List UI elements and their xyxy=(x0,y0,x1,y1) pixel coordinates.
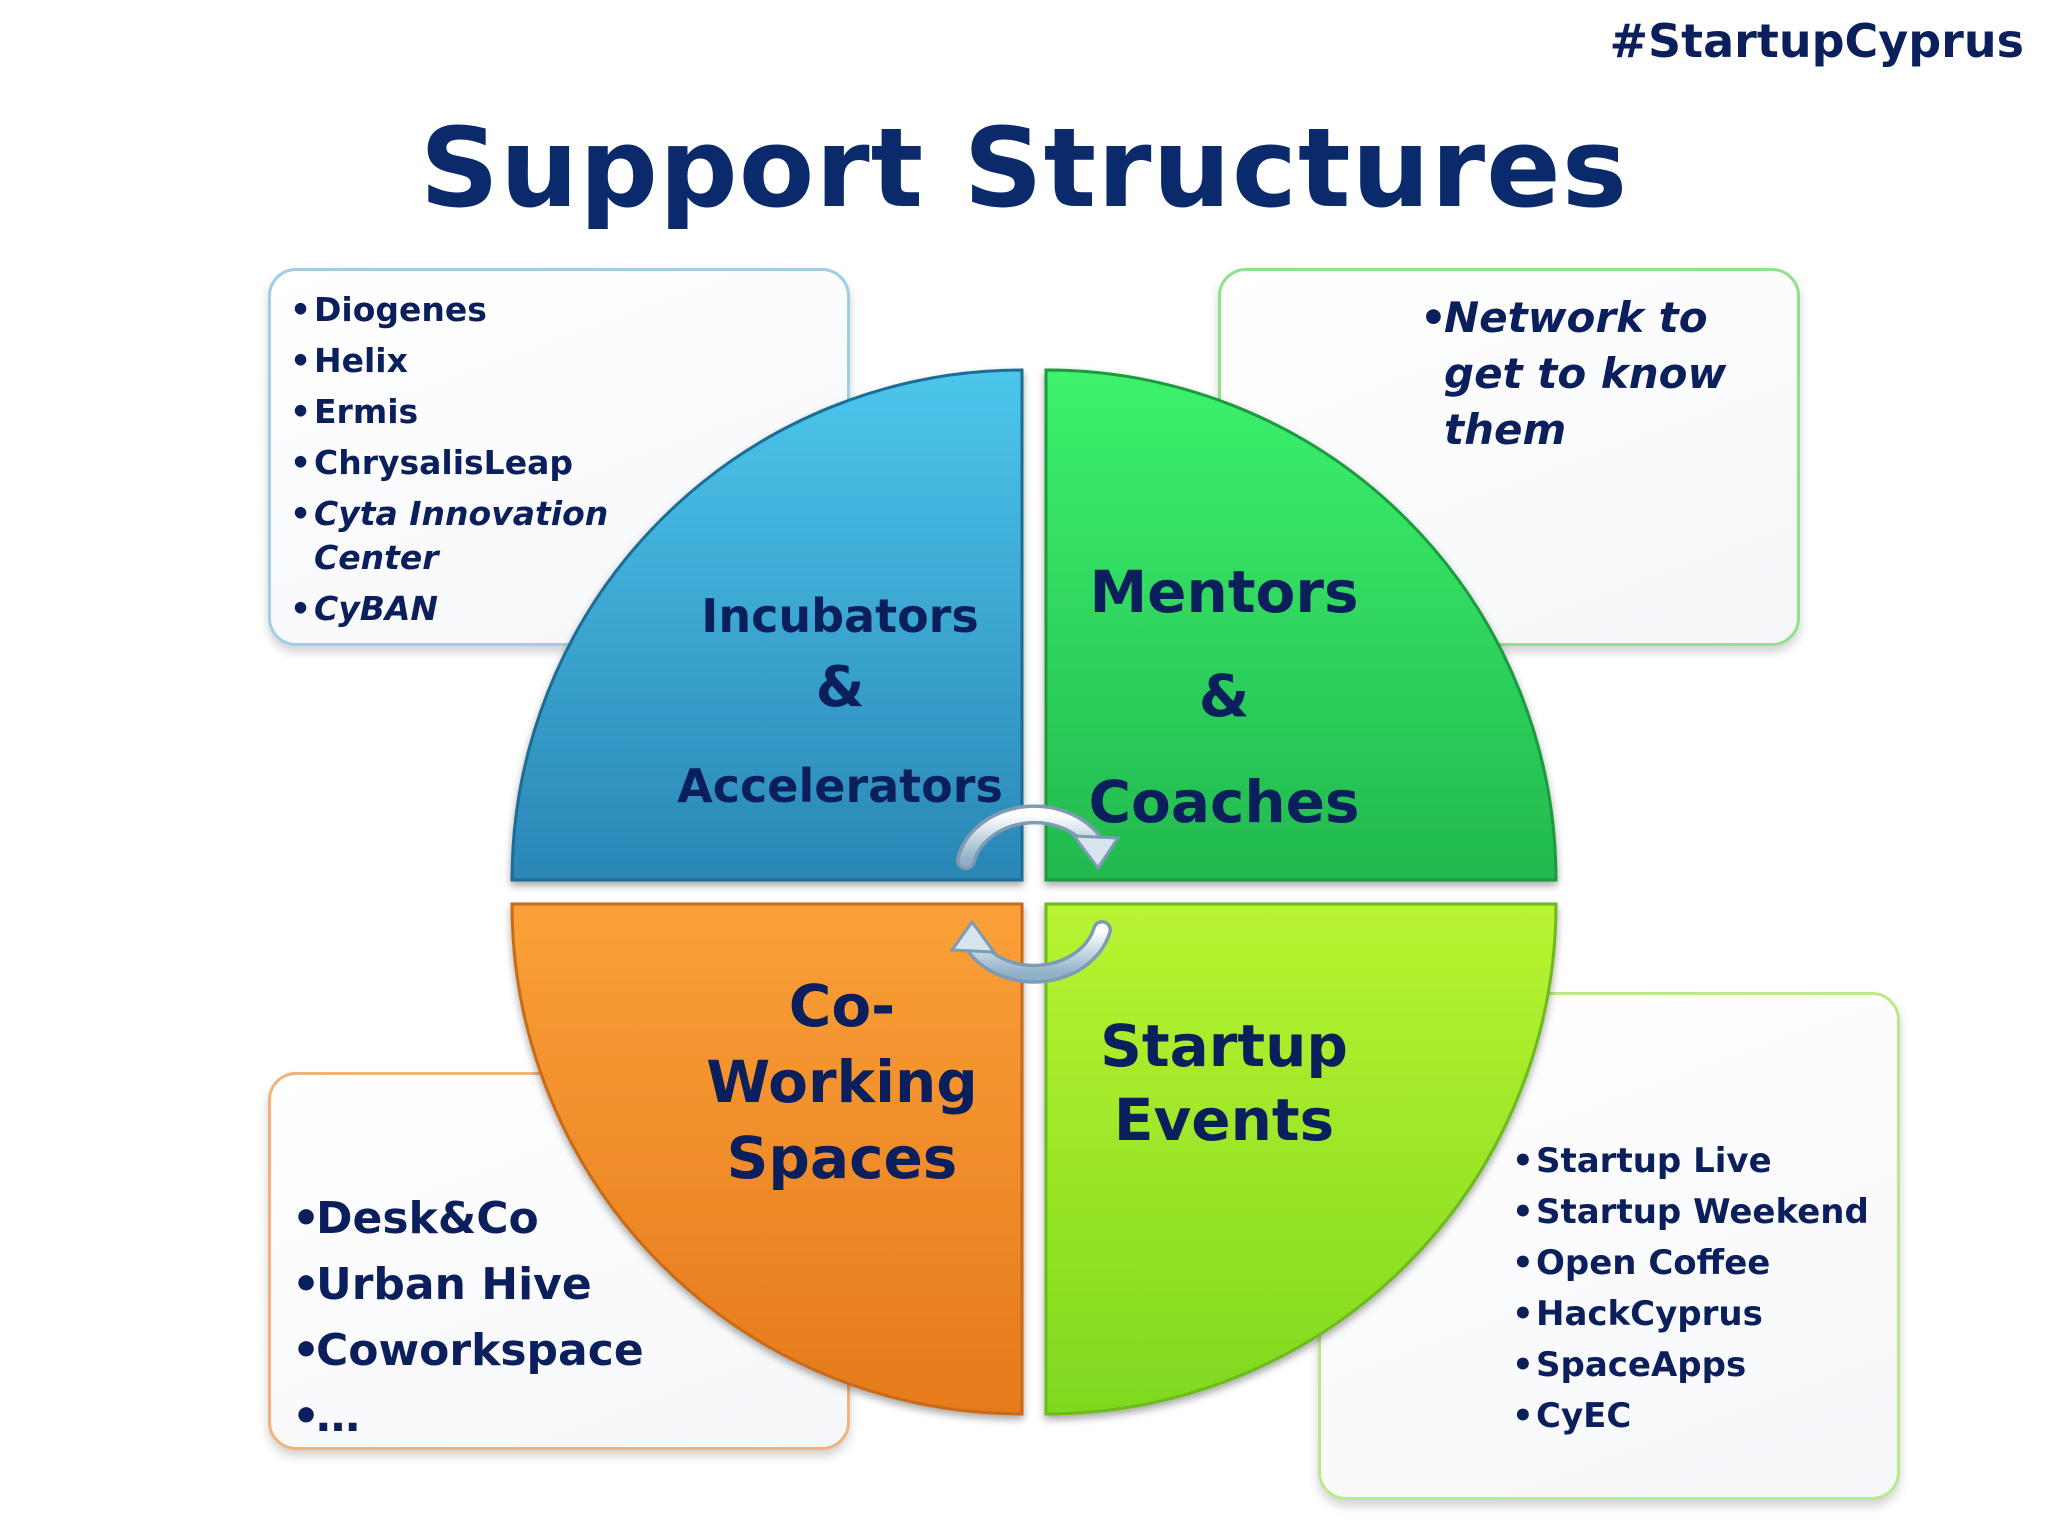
page-title: Support Structures xyxy=(419,104,1629,232)
mentors-label-3: Coaches xyxy=(1088,768,1359,836)
mentors-quadrant xyxy=(1044,368,1558,882)
list-item: CyBAN xyxy=(290,587,710,631)
list-item: Urban Hive xyxy=(292,1252,812,1318)
list-item: Network to get to know them xyxy=(1420,290,1790,458)
coworking-label-1: Co- xyxy=(789,972,895,1040)
coworking-list: Desk&CoUrban HiveCoworkspace… xyxy=(292,1186,812,1450)
coworking-label-3: Spaces xyxy=(727,1124,958,1192)
list-item: Cyta Innovation Center xyxy=(290,492,710,580)
incubators-label-2: & xyxy=(816,655,865,720)
list-item: Open Coffee xyxy=(1512,1238,1892,1289)
mentors-label-1: Mentors xyxy=(1089,558,1358,626)
mentors-label-2: & xyxy=(1199,662,1250,730)
incubators-quadrant xyxy=(510,368,1024,882)
incubators-label-1: Incubators xyxy=(701,589,979,643)
list-item: Ermis xyxy=(290,390,710,434)
mentors-list: Network to get to know them xyxy=(1420,290,1790,458)
coworking-quadrant xyxy=(510,902,1024,1416)
list-item: Coworkspace xyxy=(292,1318,812,1384)
events-label-1: Startup xyxy=(1100,1012,1348,1080)
list-item: CyEC xyxy=(1512,1391,1892,1442)
list-item: … xyxy=(292,1384,812,1450)
list-item: Diogenes xyxy=(290,288,710,332)
list-item: HackCyprus xyxy=(1512,1289,1892,1340)
cycle-arrowhead-top xyxy=(1070,834,1121,871)
events-quadrant xyxy=(1044,902,1558,1416)
list-item: Desk&Co xyxy=(292,1186,812,1252)
cycle-arrowhead-bottom xyxy=(949,919,998,954)
list-item: Helix xyxy=(290,339,710,383)
coworking-label-2: Working xyxy=(706,1048,978,1116)
cycle-arrows-icon xyxy=(949,804,1121,984)
list-item: Startup Live xyxy=(1512,1136,1892,1187)
events-label-2: Events xyxy=(1114,1086,1334,1154)
list-item: SpaceApps xyxy=(1512,1340,1892,1391)
incubators-list: DiogenesHelixErmisChrysalisLeapCyta Inno… xyxy=(290,288,710,638)
hashtag: #StartupCyprus xyxy=(1609,14,2024,68)
list-item: ChrysalisLeap xyxy=(290,441,710,485)
incubators-label-3: Accelerators xyxy=(677,759,1003,813)
events-list: Startup LiveStartup WeekendOpen CoffeeHa… xyxy=(1512,1136,1892,1442)
list-item: Startup Weekend xyxy=(1512,1187,1892,1238)
